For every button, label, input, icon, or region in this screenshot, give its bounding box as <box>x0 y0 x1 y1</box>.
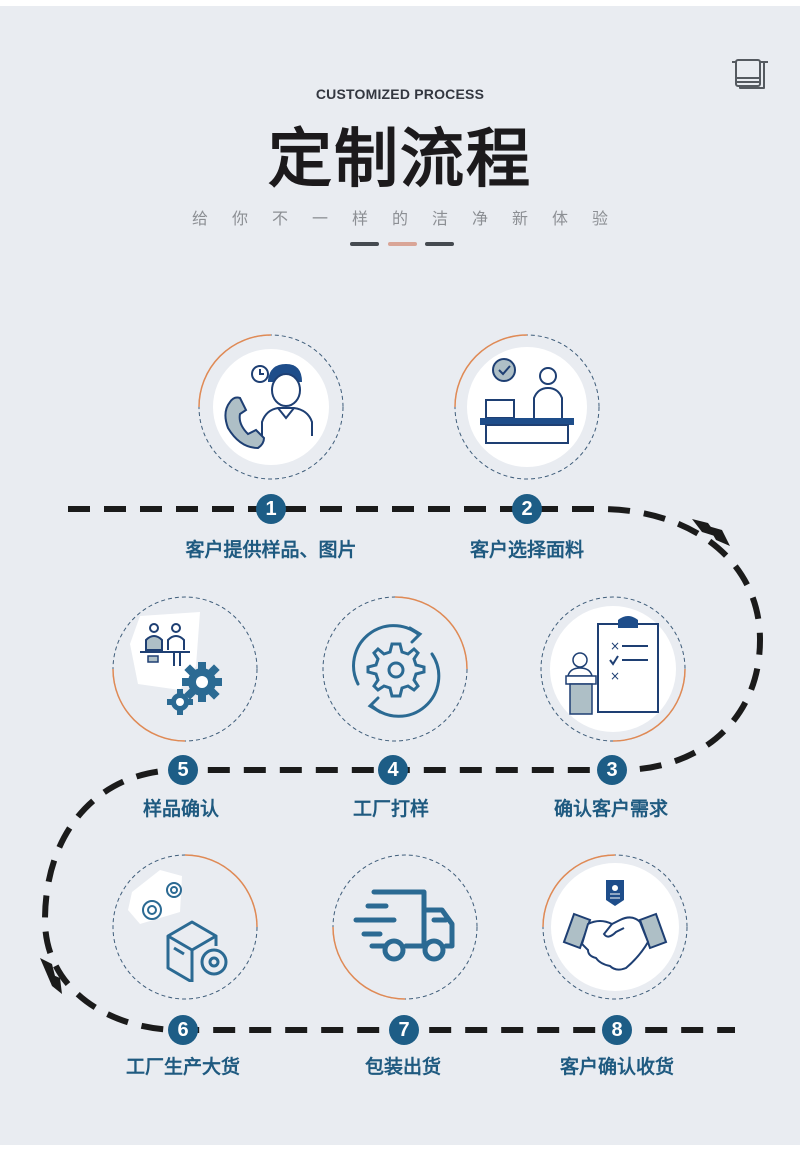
ring-decoration <box>112 854 258 1000</box>
checklist-clipboard-icon: × × <box>565 616 659 715</box>
step-label-7: 包装出货 <box>364 1056 441 1078</box>
step-label-1: 客户提供样品、图片 <box>185 539 357 561</box>
step-badge-6: 6 <box>168 1015 198 1045</box>
step-label-5: 样品确认 <box>142 798 219 820</box>
step-badge-8: 8 <box>602 1015 632 1045</box>
gear-cycle-icon <box>352 624 441 718</box>
step-2-illustration <box>452 332 602 482</box>
decoration-bar-left <box>350 242 379 246</box>
step-7-illustration <box>330 852 480 1002</box>
reception-desk-icon <box>480 358 574 444</box>
subtitle-english: CUSTOMIZED PROCESS <box>315 86 485 102</box>
step-badge-5: 5 <box>168 755 198 785</box>
step-badge-3: 3 <box>597 755 627 785</box>
step-badge-7: 7 <box>389 1015 419 1045</box>
step-6-illustration <box>110 852 260 1002</box>
meeting-gears-icon <box>140 623 222 715</box>
decoration-bar-middle <box>388 242 417 246</box>
svg-text:×: × <box>610 639 620 653</box>
customer-service-phone-icon <box>224 364 313 450</box>
towel-icon <box>732 59 768 89</box>
step-1-illustration <box>196 332 346 482</box>
ring-decoration <box>332 854 478 1000</box>
step-label-6: 工厂生产大货 <box>125 1056 240 1078</box>
step-label-3: 确认客户需求 <box>553 798 668 820</box>
handshake-icon <box>562 880 668 971</box>
step-badge-1: 1 <box>256 494 286 524</box>
step-4-illustration <box>320 594 470 744</box>
step-3-illustration: × × <box>538 594 688 744</box>
step-badge-4: 4 <box>378 755 408 785</box>
ring-decoration <box>322 596 468 742</box>
step-badge-2: 2 <box>512 494 542 524</box>
decoration-bar-right <box>425 242 454 246</box>
tagline: 给你不一样的洁净新体验 <box>191 209 632 228</box>
step-label-4: 工厂打样 <box>352 798 429 820</box>
step-5-illustration <box>110 594 260 744</box>
page-title: 定制流程 <box>268 123 532 197</box>
step-label-2: 客户选择面料 <box>469 539 584 561</box>
svg-text:×: × <box>610 669 620 683</box>
step-8-illustration <box>540 852 690 1002</box>
step-label-8: 客户确认收货 <box>559 1056 674 1078</box>
box-gears-icon <box>142 882 228 982</box>
delivery-truck-icon <box>353 889 455 962</box>
